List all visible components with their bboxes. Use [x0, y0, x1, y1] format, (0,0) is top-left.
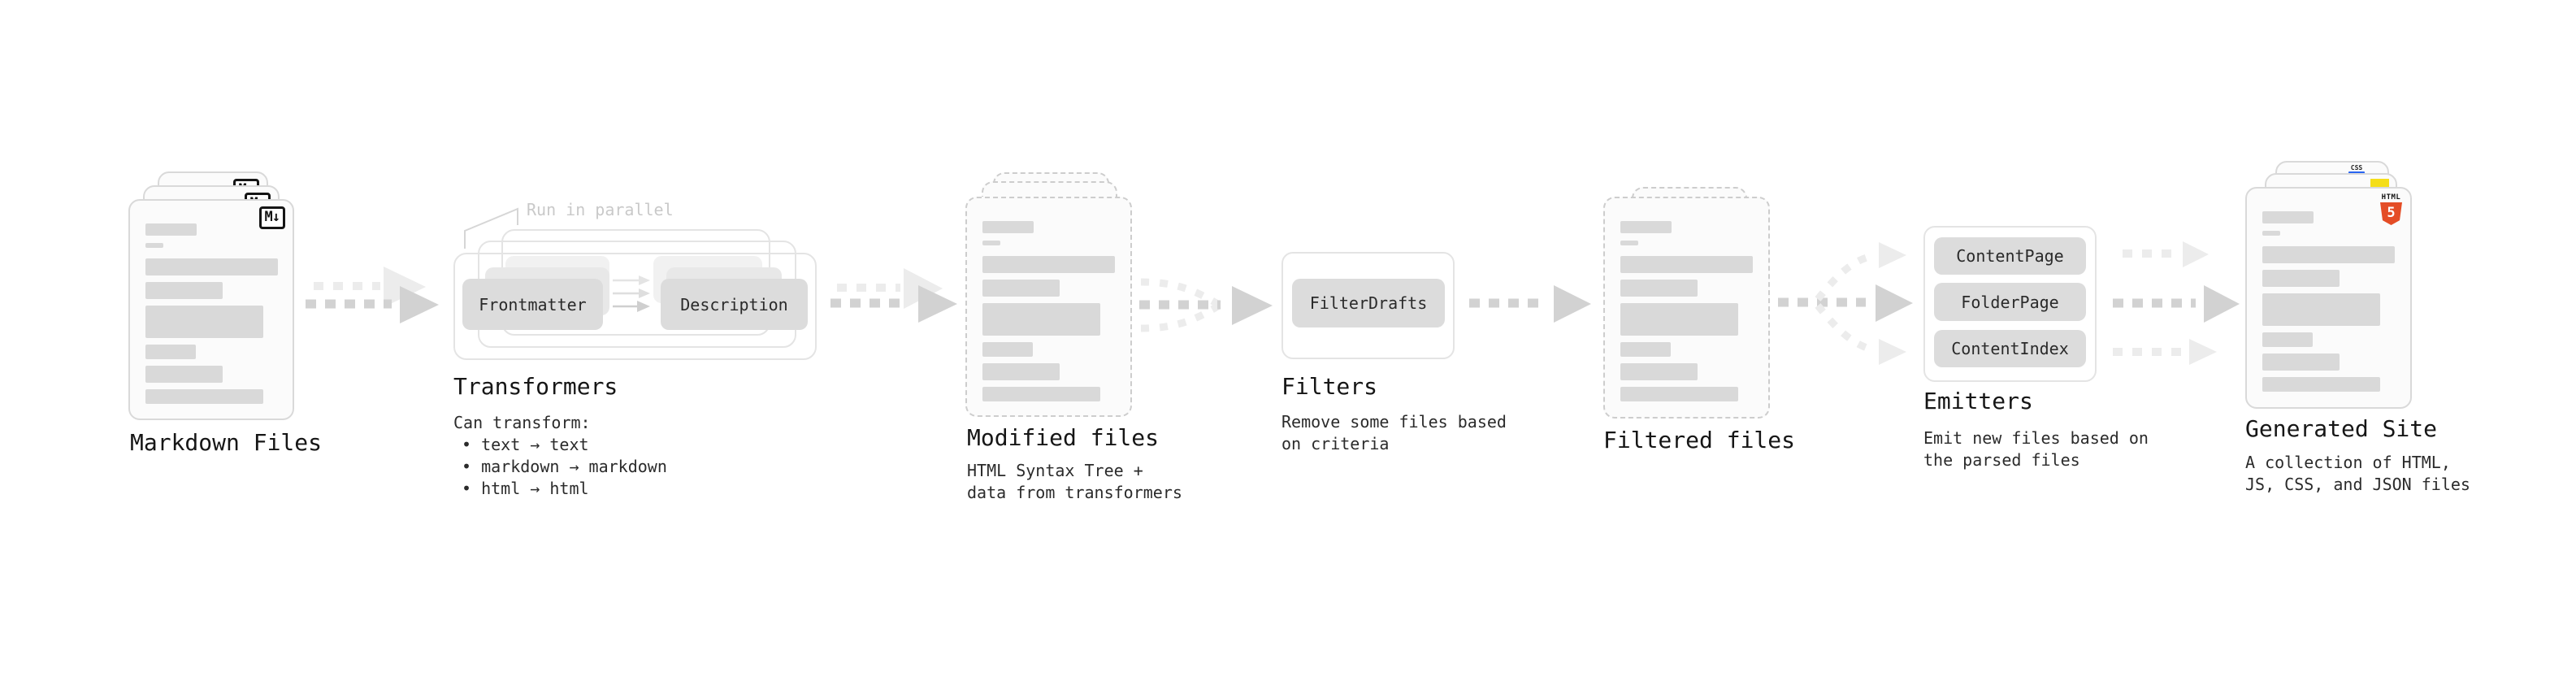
emitter-box-contentindex: ContentIndex — [1934, 330, 2086, 367]
stage-title: Markdown Files — [130, 429, 323, 456]
stage-description-line: A collection of HTML, — [2245, 453, 2451, 472]
stage-title: Transformers — [453, 373, 618, 400]
content-bar — [1620, 256, 1753, 273]
content-bar — [1620, 387, 1738, 401]
emitter-box-folderpage: FolderPage — [1934, 283, 2086, 321]
content-bar — [145, 243, 163, 248]
stage-title: Generated Site — [2245, 415, 2438, 442]
content-bar — [1620, 342, 1671, 357]
content-bar — [145, 389, 263, 404]
html5-icon: HTML 5 — [2380, 193, 2402, 225]
content-bar — [145, 306, 263, 338]
stage-title: Emitters — [1923, 388, 2033, 414]
content-bar — [1620, 303, 1738, 336]
stage-title: Filters — [1281, 373, 1378, 400]
content-bar — [2262, 270, 2340, 287]
content-bar — [2262, 293, 2380, 326]
content-bar — [982, 241, 1000, 245]
arrow-filtered-to-emitters — [1778, 242, 1913, 365]
filters-container — [1281, 252, 1455, 359]
content-bar — [982, 280, 1060, 297]
doc-content-bars — [1605, 221, 1768, 401]
markdown-file-card: M↓ — [128, 199, 294, 420]
stage-description-line: HTML Syntax Tree + — [967, 461, 1143, 480]
stage-description: HTML Syntax Tree + data from transformer… — [967, 460, 1182, 504]
content-bar — [982, 221, 1034, 233]
stage-description-line: • text → text — [462, 435, 589, 454]
content-bar — [982, 342, 1033, 357]
stage-description-line: the parsed files — [1923, 450, 2080, 470]
content-bar — [2262, 231, 2280, 236]
stage-title: Modified files — [967, 424, 1160, 451]
content-bar — [2262, 211, 2314, 223]
transformers-container — [453, 253, 817, 360]
stage-description-line: on criteria — [1281, 434, 1390, 453]
content-bar — [145, 366, 223, 383]
markdown-icon: M↓ — [258, 206, 285, 229]
content-bar — [2262, 332, 2313, 347]
content-bar — [1620, 363, 1698, 380]
stage-description-line: Remove some files based — [1281, 412, 1507, 432]
stage-description-line: • html → html — [462, 479, 589, 498]
js-icon — [2370, 179, 2389, 188]
arrow-markdown-to-transformers — [306, 267, 439, 323]
content-bar — [2262, 354, 2340, 371]
content-bar — [2262, 377, 2380, 392]
content-bar — [145, 258, 278, 275]
modified-file-card — [965, 197, 1132, 417]
content-bar — [982, 387, 1100, 401]
arrow-emitters-to-generated — [2113, 241, 2240, 365]
filtered-file-card — [1603, 197, 1770, 419]
content-bar — [982, 303, 1100, 336]
run-in-parallel-note: Run in parallel — [527, 200, 674, 219]
stage-description-line: Emit new files based on — [1923, 428, 2149, 448]
content-bar — [1620, 280, 1698, 297]
stage-description: Remove some files based on criteria — [1281, 411, 1507, 455]
stage-title: Filtered files — [1603, 427, 1796, 453]
content-bar — [982, 256, 1115, 273]
content-bar — [982, 363, 1060, 380]
css-icon-label: CSS — [2350, 164, 2363, 171]
filter-box-filterdrafts: FilterDrafts — [1292, 279, 1445, 327]
doc-content-bars — [130, 223, 293, 404]
transformer-box-frontmatter: Frontmatter — [462, 279, 603, 330]
emitters-container — [1923, 226, 2097, 382]
arrow-filters-to-filtered — [1469, 285, 1591, 323]
content-bar — [1620, 221, 1672, 233]
content-bar — [2262, 246, 2395, 263]
stage-description-line: • markdown → markdown — [462, 457, 667, 476]
content-bar — [145, 223, 197, 236]
stage-description: Emit new files based on the parsed files — [1923, 427, 2149, 471]
arrow-transformers-to-modified — [830, 268, 957, 323]
content-bar — [145, 282, 223, 299]
doc-content-bars — [967, 221, 1130, 401]
transformer-box-description: Description — [661, 279, 808, 330]
stage-description-line: JS, CSS, and JSON files — [2245, 475, 2470, 494]
html5-icon-label: HTML — [2381, 193, 2401, 202]
doc-content-bars — [2247, 211, 2410, 392]
stage-description-line: data from transformers — [967, 483, 1182, 502]
stage-description: Can transform: • text → text • markdown … — [453, 412, 667, 500]
stage-description-line: Can transform: — [453, 413, 591, 432]
stage-description: A collection of HTML, JS, CSS, and JSON … — [2245, 452, 2470, 496]
emitter-box-contentpage: ContentPage — [1934, 237, 2086, 275]
content-bar — [1620, 241, 1638, 245]
content-bar — [145, 345, 196, 359]
generated-file-card: HTML 5 — [2245, 187, 2412, 409]
arrow-modified-to-filters — [1139, 278, 1273, 332]
